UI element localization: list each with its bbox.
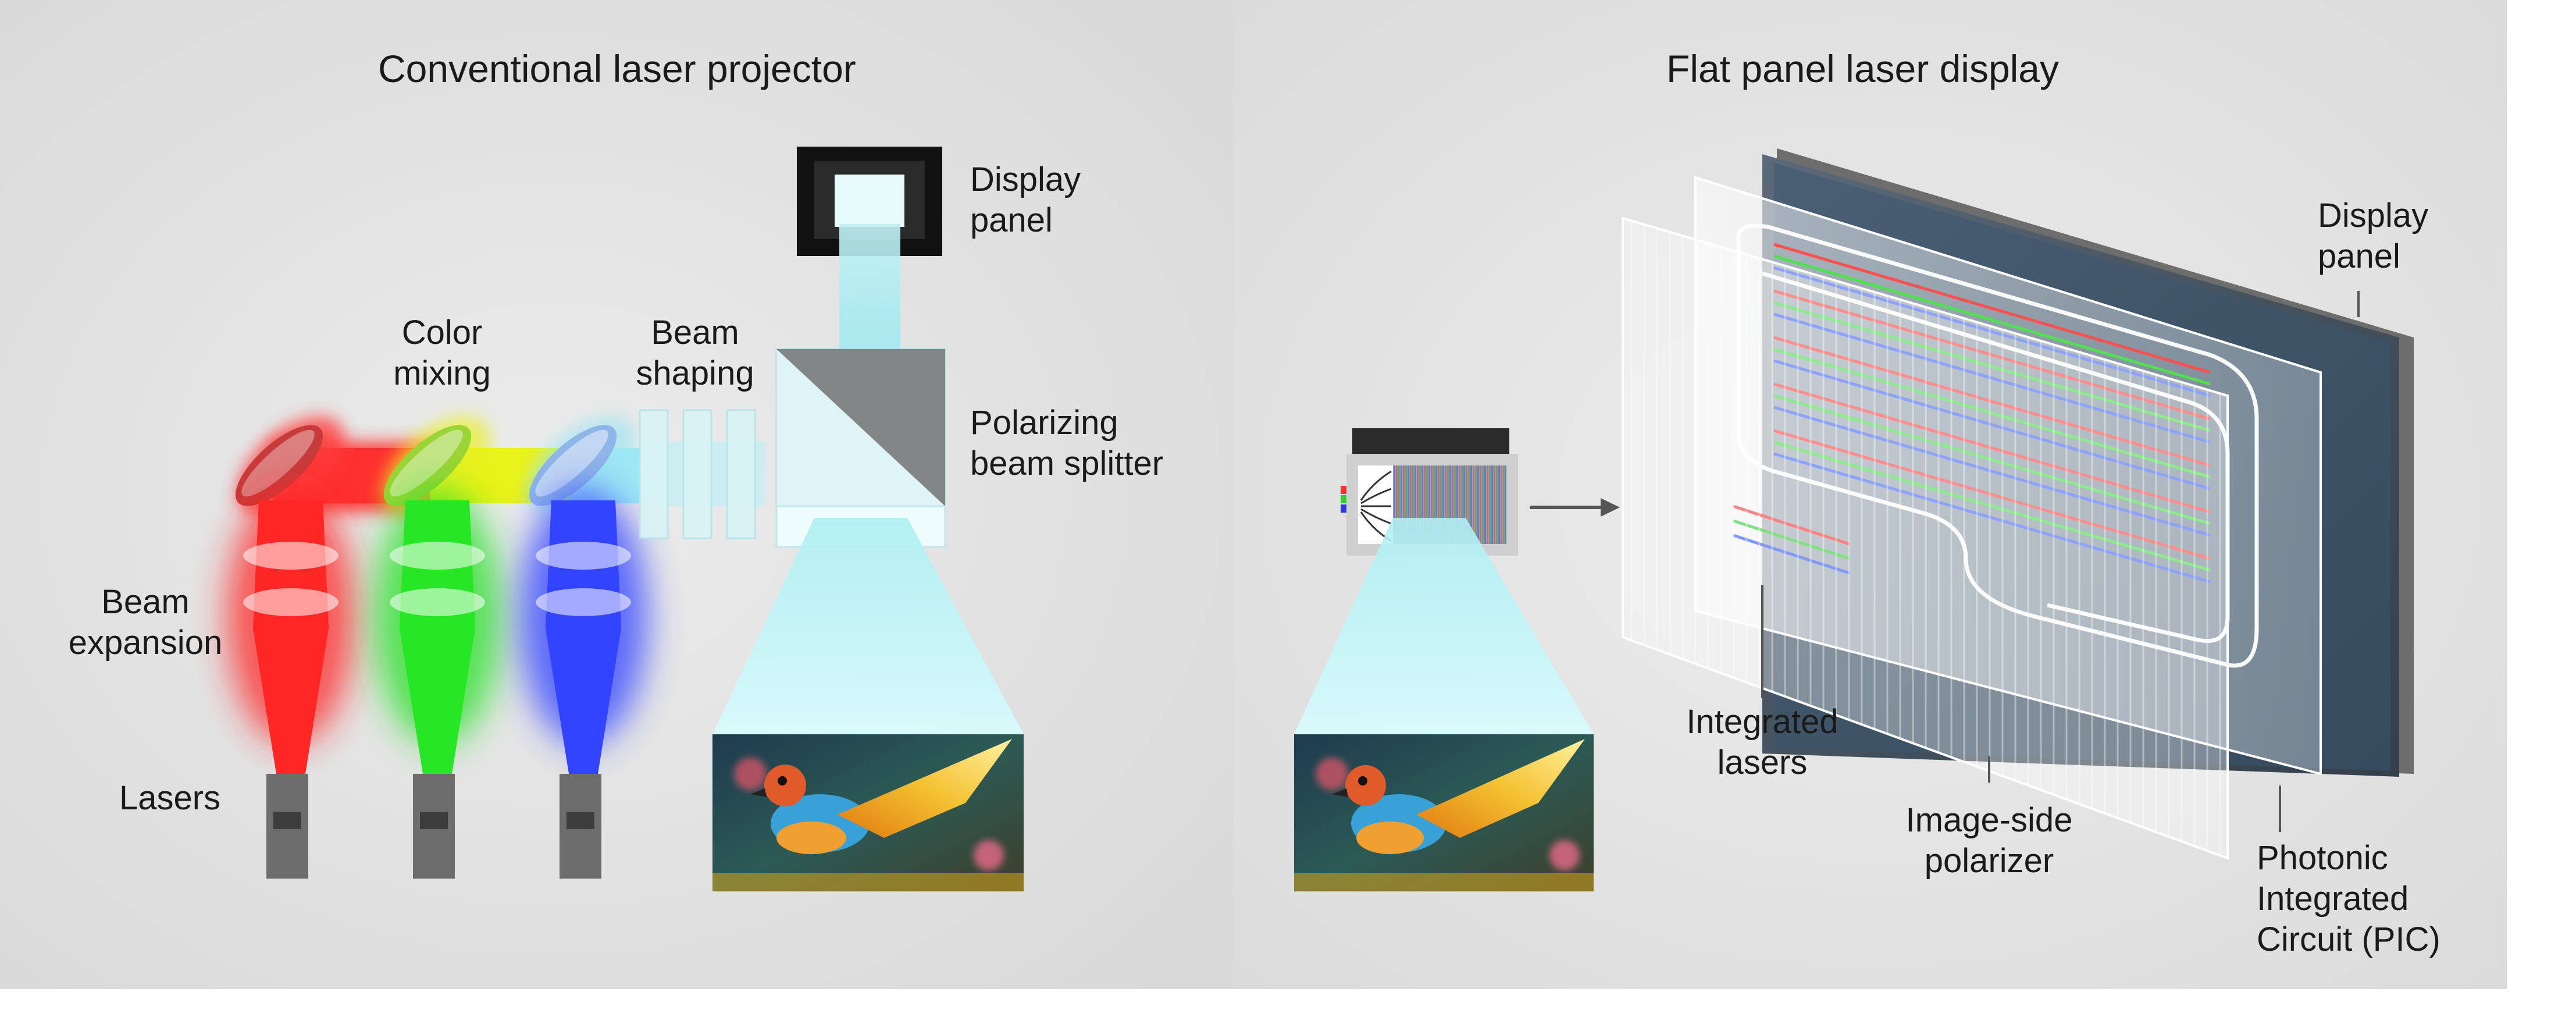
right-title: Flat panel laser display [1666,47,2060,90]
label-integrated-lasers-2: lasers [1717,744,1808,781]
label-beam-shaping-2: shaping [636,354,754,392]
laser-sources [266,774,601,879]
label-color-mixing-2: mixing [393,354,491,392]
projector-display-panel [797,147,942,256]
projected-image-left [712,734,1024,891]
label-color-mixing-1: Color [401,314,483,351]
label-pic-3: Circuit (PIC) [2257,920,2440,958]
projected-image-right [1294,734,1594,891]
panel-beam [839,224,900,361]
leader-lines [1761,291,2360,832]
label-display-panel-right-1: Display [2318,197,2429,234]
left-title: Conventional laser projector [378,47,856,90]
arrow-to-display [1530,498,1620,517]
projection-cone-right [1294,518,1594,734]
label-pic-1: Photonic [2257,839,2388,877]
label-display-panel-left-2: panel [970,201,1053,239]
label-pic-2: Integrated [2257,880,2409,918]
green-mirror [382,416,490,515]
label-polarizing-2: beam splitter [970,445,1164,482]
image-side-polarizer [1622,216,2229,860]
beam-expansion-lenses [243,542,631,616]
red-mirror [235,416,345,515]
label-beam-shaping-1: Beam [651,314,739,351]
label-image-side-polarizer-2: polarizer [1924,842,2054,880]
label-lasers: Lasers [119,779,221,817]
projection-cone [712,518,1024,734]
label-image-side-polarizer-1: Image-side [1905,801,2073,839]
label-polarizing-1: Polarizing [970,404,1118,442]
beam-shaping-optics [639,409,756,539]
label-display-panel-left-1: Display [970,161,1081,198]
polarizing-beam-splitter-cube [775,348,946,548]
label-beam-expansion-2: expansion [68,624,223,662]
label-display-panel-right-2: panel [2318,237,2400,275]
label-integrated-lasers-1: Integrated [1686,703,1839,741]
blue-mirror [528,416,636,515]
label-beam-expansion-1: Beam [101,583,190,621]
